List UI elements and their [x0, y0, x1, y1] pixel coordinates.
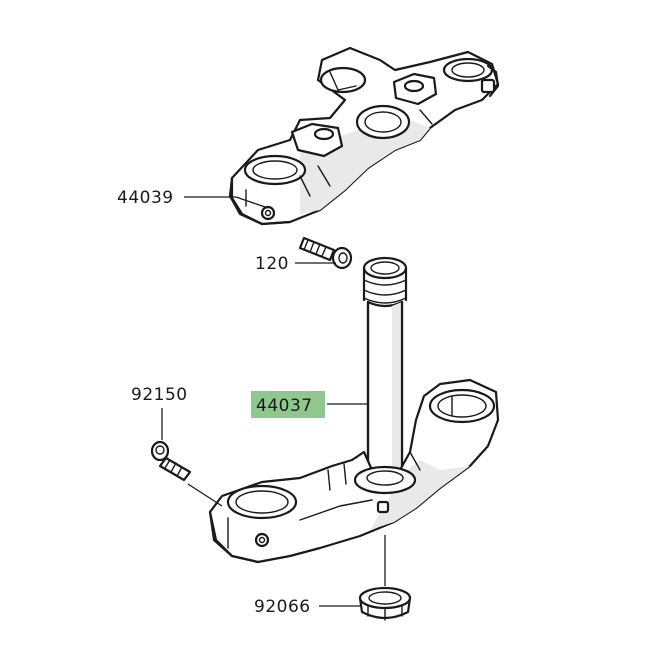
label-92066[interactable]: 92066: [254, 597, 311, 617]
bolt-92150[interactable]: [150, 440, 192, 482]
stem-nut-92066[interactable]: [358, 586, 412, 621]
leader-lines: [161, 196, 386, 607]
highlight-box-44037: [251, 391, 325, 418]
label-44039[interactable]: 44039: [117, 188, 174, 208]
bolt-120[interactable]: [298, 236, 353, 270]
upper-triple-clamp[interactable]: [228, 46, 500, 226]
label-120[interactable]: 120: [255, 254, 289, 274]
leader-92150-b: [187, 483, 223, 507]
leader-44039-b: [235, 196, 269, 209]
label-44037[interactable]: 44037: [256, 396, 313, 416]
part-labels: 44039 120 92150 44037 92066: [117, 188, 325, 617]
steering-stem-lower-clamp[interactable]: [208, 256, 500, 564]
label-92150[interactable]: 92150: [131, 385, 188, 405]
